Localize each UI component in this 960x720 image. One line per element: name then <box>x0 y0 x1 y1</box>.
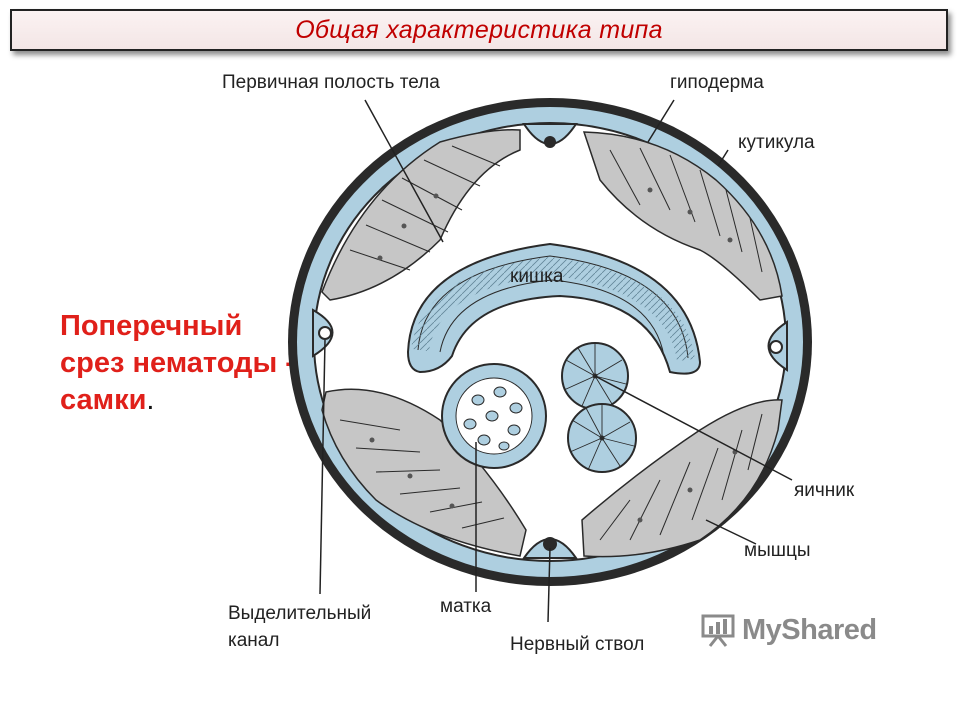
label-body-cavity: Первичная полость тела <box>222 72 440 93</box>
label-uterus: матка <box>440 596 492 617</box>
label-excretory-canal: Выделительный канал <box>228 603 372 651</box>
slide-title: Общая характеристика типа <box>295 15 663 44</box>
label-hypodermis: гиподерма <box>670 72 764 93</box>
leader-lines <box>319 99 793 623</box>
muscle-quadrants <box>321 129 783 558</box>
label-nerve-cord: Нервный ствол <box>510 634 645 655</box>
title-bar: Общая характеристика типа <box>10 9 948 51</box>
label-muscles: мышцы <box>744 540 811 561</box>
presentation-board-icon <box>701 614 735 647</box>
uterus <box>441 363 547 469</box>
caption-dot: . <box>146 384 155 416</box>
myshared-logo: MyShared <box>700 612 877 648</box>
hypodermal-ridges <box>312 123 788 559</box>
intestine <box>406 242 702 375</box>
side-caption: Поперечный срез нематоды - самки. <box>60 308 300 419</box>
caption-main: Поперечный срез нематоды - самки <box>60 310 295 416</box>
logo-text: MyShared <box>742 613 877 646</box>
label-intestine: кишка <box>510 266 564 287</box>
label-ovary: яичник <box>794 480 855 501</box>
label-cuticle: кутикула <box>738 132 815 153</box>
